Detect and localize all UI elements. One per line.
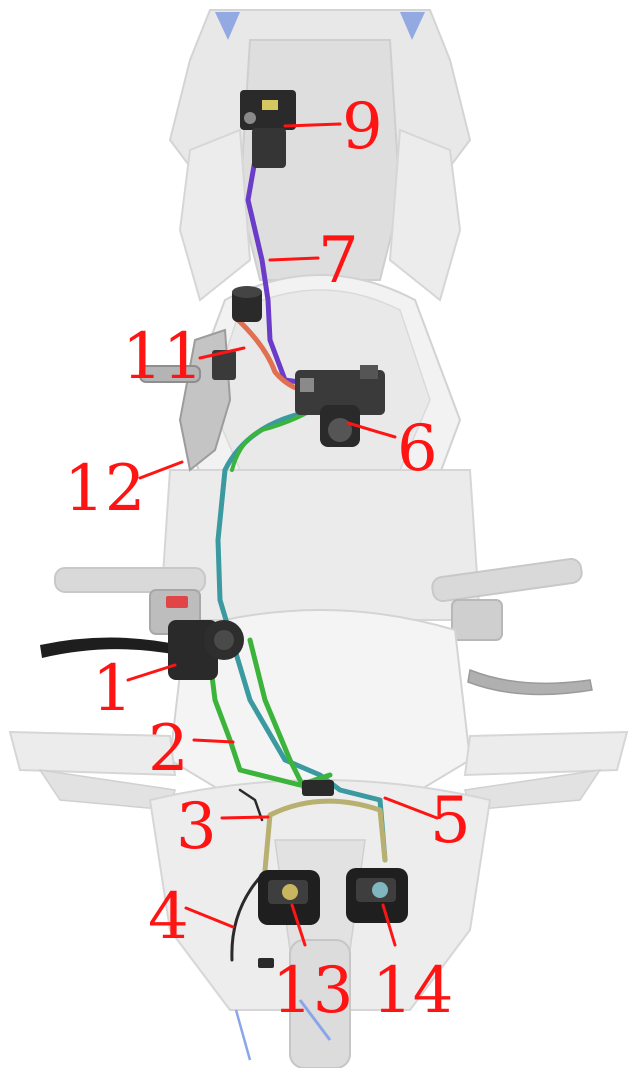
label-4: 4 [148, 880, 189, 954]
leader-1 [128, 665, 175, 680]
label-2: 2 [148, 712, 189, 786]
rear-brake-reservoir [232, 286, 262, 322]
leader-2 [194, 740, 233, 742]
leader-9 [285, 124, 340, 126]
front-master-cylinder [40, 620, 244, 680]
leader-3 [222, 817, 268, 818]
label-6: 6 [397, 412, 438, 486]
front-junction-block [302, 780, 334, 796]
label-13: 13 [272, 954, 353, 1028]
leader-7 [270, 258, 318, 260]
label-1: 1 [92, 652, 133, 726]
label-14: 14 [372, 954, 453, 1028]
label-3: 3 [176, 790, 217, 864]
front-right-caliper [346, 868, 408, 923]
label-5: 5 [430, 784, 471, 858]
front-left-caliper [258, 870, 320, 925]
label-7: 7 [318, 224, 359, 298]
label-12: 12 [64, 452, 145, 526]
label-11: 11 [122, 320, 203, 394]
label-9: 9 [342, 90, 383, 164]
